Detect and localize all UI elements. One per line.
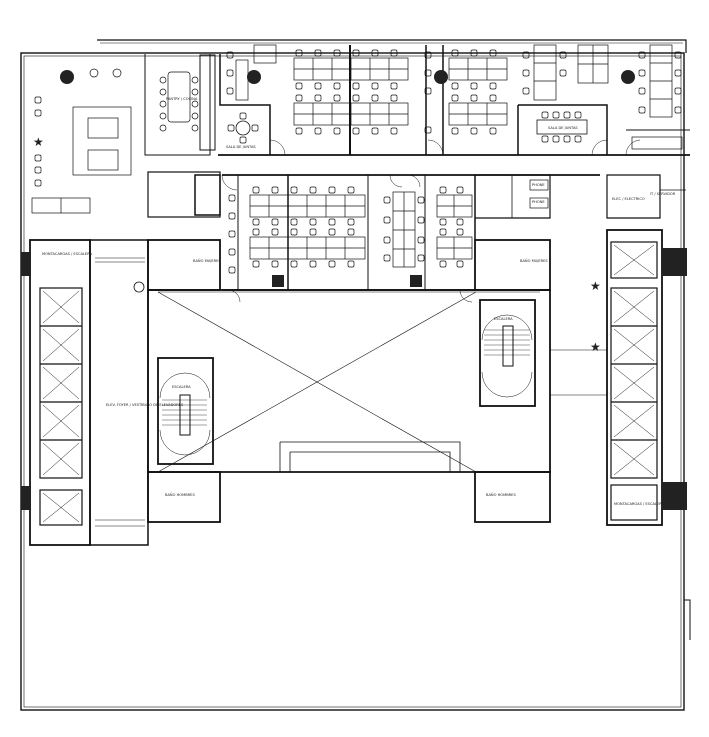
door-swings (221, 139, 641, 303)
stair-left-label: ESCALERA (172, 385, 191, 389)
lounge-star-icon: ★ (33, 135, 44, 149)
shaft-label-left: MONTACARGAS / ESCALERA (42, 252, 93, 256)
office-walls (144, 45, 690, 291)
it-room-label: IT / SERVIDOR (650, 192, 676, 196)
meeting-room-left-label: SALA DE JUNTAS (226, 145, 256, 149)
elec-room-label: ELEC / ELECTRICO (612, 197, 645, 201)
lounge-area (31, 68, 132, 214)
restroom-label-2: BAÑO MUJERES (520, 258, 548, 263)
shaft-fill-right (662, 248, 687, 510)
stair-right (479, 299, 607, 407)
stair-right-label: ESCALERA (494, 317, 513, 321)
meeting-room-left (227, 112, 259, 144)
structural-columns (60, 70, 635, 287)
elevator-bank-right (606, 229, 663, 526)
restroom-label-4: BAÑO HOMBRES (486, 492, 516, 497)
pantry (159, 54, 216, 151)
meeting-room-right-label: SALA DE JUNTAS (548, 126, 578, 130)
stair-left (157, 357, 214, 465)
building-envelope (20, 39, 691, 711)
restroom-label-1: BAÑO MUJERES (193, 258, 221, 263)
phone-label-1: PHONE (532, 183, 545, 187)
elevator-lobby-label: ELEV. FOYER / VESTÍBULO DE ELEVADORES (106, 402, 184, 407)
service-cores (147, 171, 551, 523)
workstation-desks (235, 44, 683, 268)
phone-label-2: PHONE (532, 200, 545, 204)
meeting-room-right (536, 111, 588, 143)
right-star-icon-1: ★ (590, 279, 601, 293)
pantry-label: PANTRY / COCINA (166, 97, 198, 101)
right-star-icon-2: ★ (590, 340, 601, 354)
restroom-label-3: BAÑO HOMBRES (165, 492, 195, 497)
central-atrium (133, 281, 551, 473)
shaft-label-right: MONTACARGAS / ESCALERA (614, 502, 665, 506)
shaft-fill-left (21, 252, 31, 510)
elevator-bank-left (29, 239, 149, 546)
